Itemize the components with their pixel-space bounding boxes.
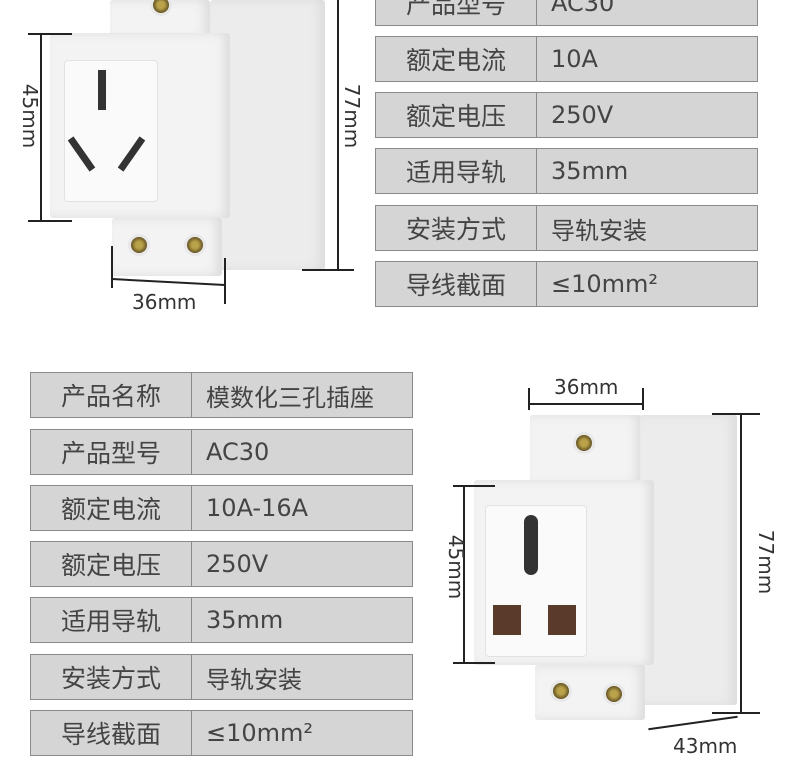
- spec-value: 250V: [537, 92, 758, 138]
- spec-label: 适用导轨: [375, 148, 537, 194]
- spec-value: 导轨安装: [192, 654, 413, 700]
- spec-label: 安装方式: [375, 205, 537, 251]
- dim-43mm: 43mm: [673, 734, 738, 758]
- spec-value: 35mm: [537, 148, 758, 194]
- device-side: [640, 415, 737, 705]
- spec-label: 安装方式: [30, 654, 192, 700]
- spec-label: 额定电压: [375, 92, 537, 138]
- screw-icon: [573, 432, 595, 454]
- spec-label: 额定电压: [30, 541, 192, 587]
- spec-label: 额定电流: [375, 36, 537, 82]
- spec-value: 250V: [192, 541, 413, 587]
- spec-label: 产品型号: [30, 429, 192, 475]
- spec-value: AC30: [192, 429, 413, 475]
- dim-36mm: 36mm: [554, 375, 619, 399]
- spec-label: 导线截面: [30, 710, 192, 756]
- dim-45mm: 45mm: [18, 83, 43, 149]
- screw-icon: [550, 680, 572, 702]
- spec-value: ≤10mm²: [192, 710, 413, 756]
- spec-value: 模数化三孔插座: [192, 372, 413, 418]
- screw-icon: [184, 234, 206, 256]
- live-slot: [548, 605, 576, 635]
- spec-value: AC30: [537, 0, 758, 26]
- spec-label: 产品型号: [375, 0, 537, 26]
- spec-value: 10A: [537, 36, 758, 82]
- socket-face: [64, 60, 158, 202]
- screw-icon: [150, 0, 172, 16]
- spec-label: 适用导轨: [30, 597, 192, 643]
- spec-label: 产品名称: [30, 372, 192, 418]
- spec-label: 导线截面: [375, 261, 537, 307]
- dim-77mm: 77mm: [754, 529, 779, 595]
- screw-icon: [128, 234, 150, 256]
- universal-earth-slot: [524, 515, 538, 575]
- earth-slot: [98, 70, 106, 110]
- screw-icon: [603, 683, 625, 705]
- spec-value: 导轨安装: [537, 205, 758, 251]
- spec-label: 额定电流: [30, 485, 192, 531]
- dim-45mm: 45mm: [444, 534, 469, 600]
- table-row: 产品名称模数化三孔插座: [30, 372, 413, 418]
- spec-value: 10A-16A: [192, 485, 413, 531]
- neutral-slot: [493, 605, 521, 635]
- dim-77mm: 77mm: [340, 83, 365, 149]
- spec-value: 35mm: [192, 597, 413, 643]
- table-row: 导线截面≤10mm²: [30, 710, 413, 756]
- dim-36mm: 36mm: [132, 290, 197, 314]
- spec-value: ≤10mm²: [537, 261, 758, 307]
- table-row: 导线截面≤10mm²: [375, 261, 758, 307]
- table-row: 安装方式导轨安装: [375, 205, 758, 251]
- table-row: 安装方式导轨安装: [30, 654, 413, 700]
